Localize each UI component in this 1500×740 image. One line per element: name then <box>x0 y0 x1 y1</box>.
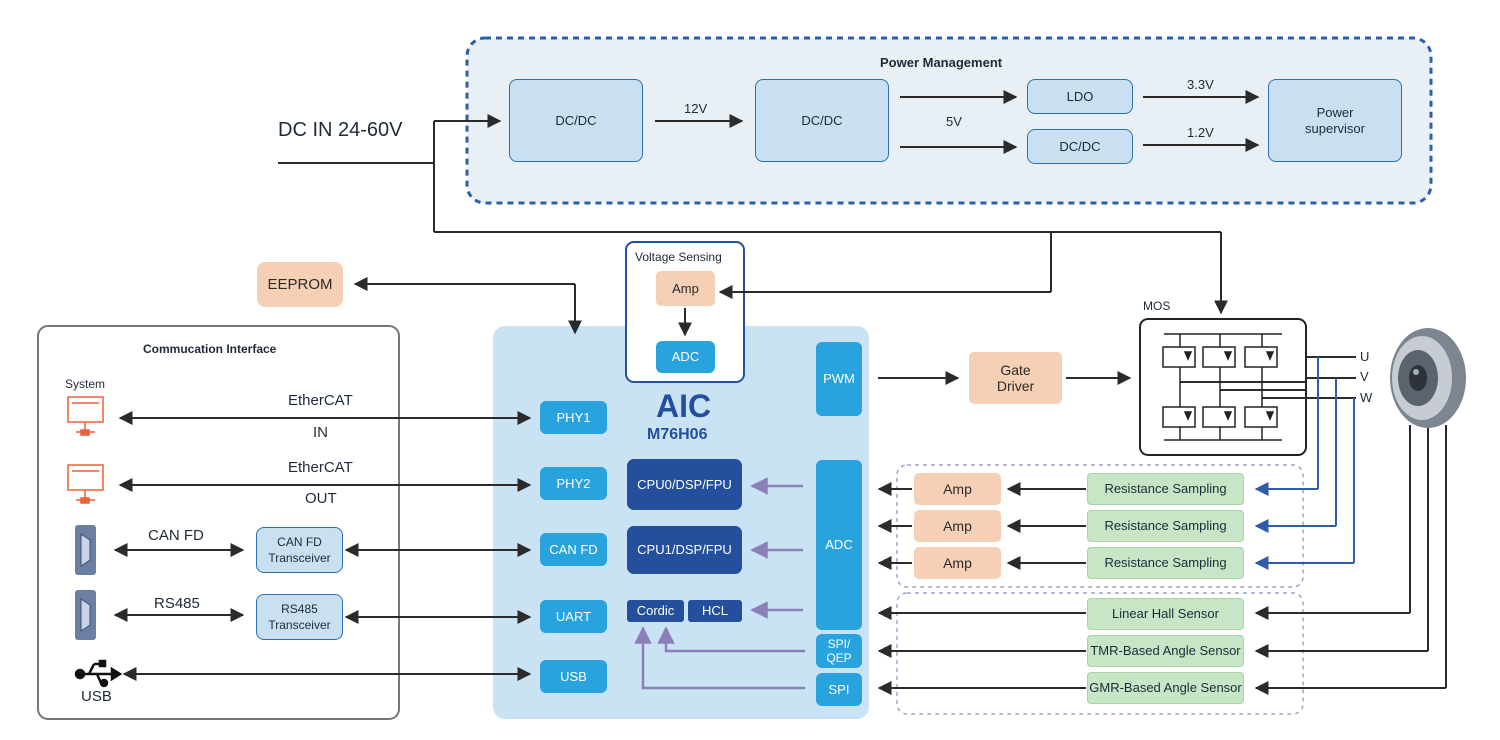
dcdc-secondary-block: DC/DC <box>755 79 889 162</box>
current-amp-w: Amp <box>914 547 1001 579</box>
system-in-icon <box>67 396 104 436</box>
current-amp-u: Amp <box>914 473 1001 505</box>
ethercat-in-label: EtherCAT <box>288 392 353 409</box>
power-management-container <box>465 36 1433 205</box>
eeprom-block: EEPROM <box>257 262 343 307</box>
canfd-transceiver-block: CAN FD Transceiver <box>256 527 343 573</box>
cpu1-block: CPU1/DSP/FPU <box>627 526 742 574</box>
dcdc-1v2-block: DC/DC <box>1027 129 1133 164</box>
phy2-block: PHY2 <box>540 467 607 500</box>
hcl-block: HCL <box>688 600 742 622</box>
phase-u-label: U <box>1360 349 1370 364</box>
usb-label: USB <box>81 688 112 705</box>
dcdc-primary-block: DC/DC <box>509 79 643 162</box>
mos-schematic <box>1162 333 1282 441</box>
aic-chip-model: M76H06 <box>647 426 708 443</box>
3v3-label: 3.3V <box>1187 77 1214 92</box>
tmr-angle-sensor: TMR-Based Angle Sensor <box>1087 635 1244 667</box>
phase-w-label: W <box>1360 390 1373 405</box>
power-management-title: Power Management <box>880 55 1003 70</box>
canfd-connector-icon <box>75 525 96 575</box>
1v2-label: 1.2V <box>1187 125 1214 140</box>
aic-chip-name: AIC <box>656 388 712 424</box>
5v-label: 5V <box>946 114 962 129</box>
linear-hall-sensor: Linear Hall Sensor <box>1087 598 1244 630</box>
canfd-peripheral-block: CAN FD <box>540 533 607 566</box>
mos-container <box>1139 318 1307 456</box>
voltage-adc-block: ADC <box>656 341 715 373</box>
resistance-sampling-v: Resistance Sampling <box>1087 510 1244 542</box>
rs485-transceiver-block: RS485 Transceiver <box>256 594 343 640</box>
ethercat-in-direction: IN <box>313 424 328 441</box>
resistance-sampling-u: Resistance Sampling <box>1087 473 1244 505</box>
ethercat-out-direction: OUT <box>305 490 337 507</box>
comm-interface-title: Commucation Interface <box>143 342 277 356</box>
12v-label: 12V <box>684 101 708 116</box>
voltage-sensing-title: Voltage Sensing <box>635 250 722 264</box>
gmr-angle-sensor: GMR-Based Angle Sensor <box>1087 672 1244 704</box>
system-label: System <box>65 377 106 391</box>
resistance-sampling-w: Resistance Sampling <box>1087 547 1244 579</box>
mos-title: MOS <box>1143 299 1171 313</box>
gate-driver-block: Gate Driver <box>969 352 1062 404</box>
rs485-label: RS485 <box>154 595 200 612</box>
current-amp-v: Amp <box>914 510 1001 542</box>
phy1-block: PHY1 <box>540 401 607 434</box>
power-supervisor-block: Power supervisor <box>1268 79 1402 162</box>
usb-peripheral-block: USB <box>540 660 607 693</box>
spi-qep-block: SPI/ QEP <box>816 634 862 668</box>
voltage-amp-block: Amp <box>656 271 715 306</box>
uart-block: UART <box>540 600 607 633</box>
cordic-block: Cordic <box>627 600 684 622</box>
pwm-block: PWM <box>816 342 862 416</box>
usb-icon <box>74 659 123 688</box>
ldo-block: LDO <box>1027 79 1133 114</box>
dc-input-label: DC IN 24-60V <box>278 119 403 141</box>
rs485-connector-icon <box>75 590 96 640</box>
adc-block: ADC <box>816 460 862 630</box>
spi-block: SPI <box>816 673 862 706</box>
system-out-icon <box>67 464 104 504</box>
ethercat-out-label: EtherCAT <box>288 459 353 476</box>
canfd-label: CAN FD <box>148 527 204 544</box>
position-sensing-group <box>896 592 1304 715</box>
phase-v-label: V <box>1360 369 1369 384</box>
motor-icon <box>1390 328 1466 428</box>
cpu0-block: CPU0/DSP/FPU <box>627 459 742 510</box>
